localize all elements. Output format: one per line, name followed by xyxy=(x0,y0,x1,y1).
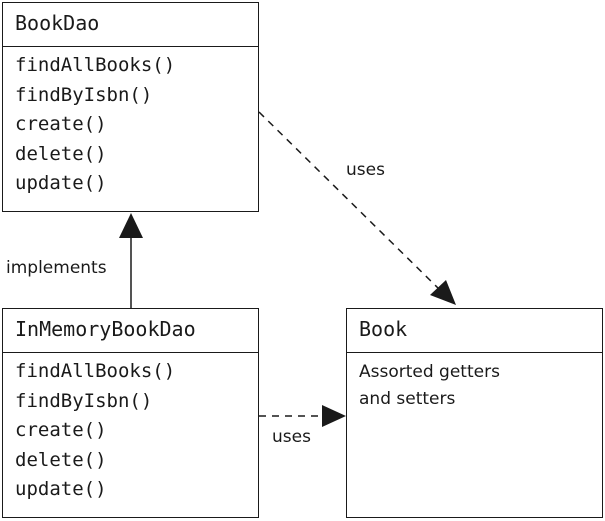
inmemorybookdao-method: update() xyxy=(15,478,107,500)
uses-connector-top xyxy=(258,111,441,291)
inmemorybookdao-methods: findAllBooks() findByIsbn() create() del… xyxy=(3,353,258,505)
bookdao-method: create() xyxy=(15,113,107,135)
inmemorybookdao-method: create() xyxy=(15,419,107,441)
bookdao-method: update() xyxy=(15,172,107,194)
implements-label: implements xyxy=(6,258,107,278)
book-description: Assorted getters and setters xyxy=(347,353,602,413)
uses-label-top: uses xyxy=(346,160,385,180)
uses-arrowhead-top xyxy=(430,280,456,305)
book-description-line: Assorted getters xyxy=(359,362,500,382)
inmemorybookdao-class-name: InMemoryBookDao xyxy=(3,309,258,353)
inmemorybookdao-method: findByIsbn() xyxy=(15,389,153,412)
inmemorybookdao-class-box: InMemoryBookDao findAllBooks() findByIsb… xyxy=(2,308,259,518)
uses-arrowhead-bottom xyxy=(322,405,346,427)
bookdao-class-box: BookDao findAllBooks() findByIsbn() crea… xyxy=(2,2,259,212)
bookdao-method: findByIsbn() xyxy=(15,83,153,106)
inmemorybookdao-method: delete() xyxy=(15,448,107,471)
book-description-line: and setters xyxy=(359,389,456,409)
book-class-box: Book Assorted getters and setters xyxy=(346,308,603,518)
uses-label-bottom: uses xyxy=(272,427,311,447)
book-class-name: Book xyxy=(347,309,602,353)
bookdao-method: findAllBooks() xyxy=(15,54,176,76)
bookdao-methods: findAllBooks() findByIsbn() create() del… xyxy=(3,47,258,199)
bookdao-class-name: BookDao xyxy=(3,3,258,47)
inmemorybookdao-method: findAllBooks() xyxy=(15,360,176,382)
implements-arrowhead xyxy=(119,213,143,238)
bookdao-method: delete() xyxy=(15,142,107,165)
